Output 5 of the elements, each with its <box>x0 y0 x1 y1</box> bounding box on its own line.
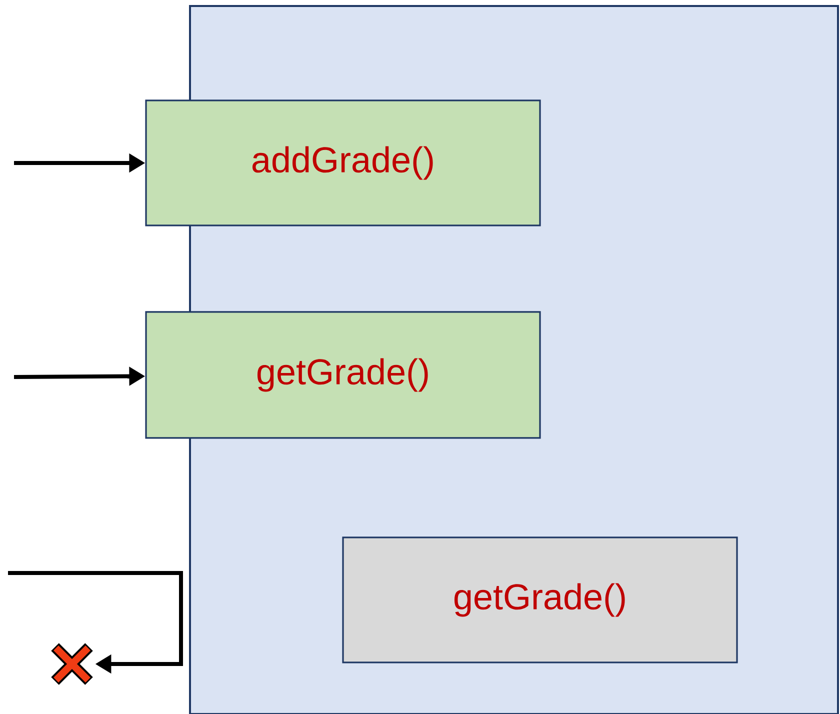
method-box: addGrade() <box>145 100 541 226</box>
method-box: getGrade() <box>145 311 541 439</box>
arrow <box>8 570 183 674</box>
method-box: getGrade() <box>342 536 738 664</box>
cross-icon <box>51 643 93 685</box>
